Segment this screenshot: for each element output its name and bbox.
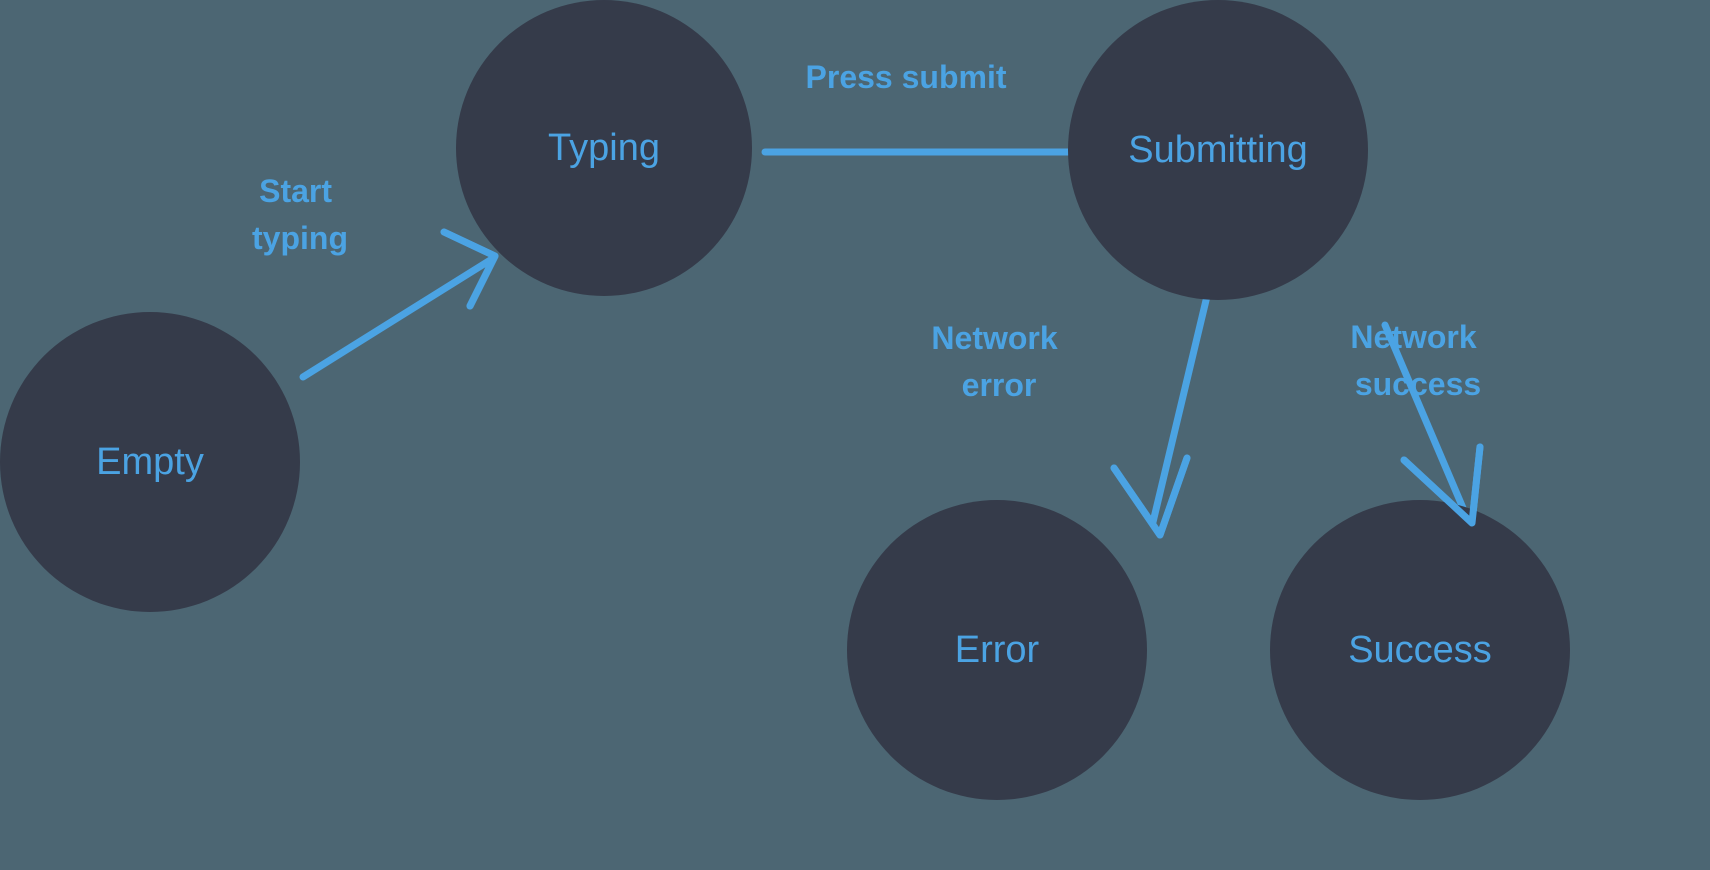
transition-network-success[interactable]: Network success [1350,319,1485,527]
state-node-error-label: Error [955,629,1040,671]
network-error-label: Network error [931,320,1066,403]
network-success-label-line-2: success [1355,366,1481,402]
start-typing-arrowhead-overlay-icon [440,228,499,310]
state-node-success[interactable]: Success [1270,500,1570,800]
state-node-submitting[interactable]: Submitting [1068,0,1368,300]
start-typing-label-line-2: typing [252,220,348,256]
press-submit-label: Press submit [806,59,1007,95]
state-node-error[interactable]: Error [847,500,1147,800]
network-success-label-line-1: Network [1350,319,1476,355]
states-layer: Empty Typing Submitting Error Success [0,0,1570,800]
network-error-arrowhead-overlay-icon [1110,454,1191,539]
start-typing-line [299,255,496,381]
network-error-label-line-2: error [962,367,1037,403]
network-error-line [1149,288,1212,526]
transition-network-error[interactable]: Network error [931,288,1212,539]
state-node-typing[interactable]: Typing [456,0,752,296]
state-node-submitting-circle [1068,0,1368,300]
state-node-success-circle [1270,500,1570,800]
network-success-line [1381,321,1467,512]
network-error-label-line-1: Network [931,320,1057,356]
start-typing-label: Start typing [252,173,348,256]
state-node-submitting-label: Submitting [1128,129,1308,171]
state-node-empty-circle [0,312,300,612]
state-node-error-circle [847,500,1147,800]
start-typing-label-line-1: Start [259,173,332,209]
transition-start-typing[interactable]: Start typing [252,173,499,381]
arrowheads-overlay-layer [440,228,1484,539]
network-success-label: Network success [1350,319,1485,402]
state-node-empty[interactable]: Empty [0,312,300,612]
state-node-empty-label: Empty [96,441,204,483]
state-node-typing-label: Typing [548,127,660,169]
network-success-arrowhead-overlay-icon [1400,443,1484,527]
state-node-success-label: Success [1348,629,1492,671]
state-node-typing-circle [456,0,752,296]
press-submit-label-line-1: Press submit [806,59,1007,95]
